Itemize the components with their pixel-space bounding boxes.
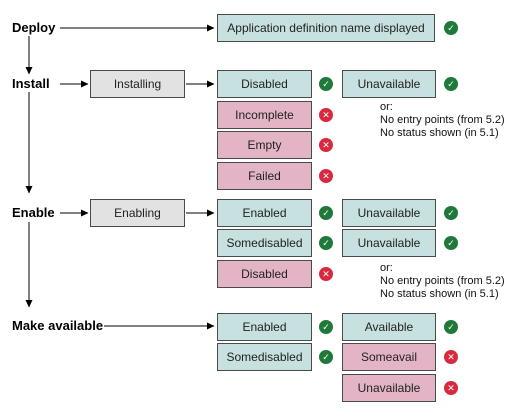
enable-unavailable-box: Unavailable	[342, 199, 436, 227]
x-circle-icon: ✕	[319, 138, 333, 152]
stage-make-available: Make available	[12, 318, 104, 333]
check-circle-icon: ✓	[444, 236, 458, 250]
avail-enabled-box: Enabled	[217, 313, 312, 341]
check-circle-icon: ✓	[319, 206, 333, 220]
note-line: No entry points (from 5.2)	[380, 114, 505, 126]
app-definition-name-box: Application definition name displayed	[217, 14, 435, 42]
install-failed-box: Failed	[217, 162, 312, 190]
stage-enable: Enable	[12, 205, 55, 220]
enabling-process-box: Enabling	[90, 199, 185, 227]
avail-unavailable-box: Unavailable	[342, 374, 436, 402]
note-line: No entry points (from 5.2)	[380, 275, 505, 287]
install-empty-box: Empty	[217, 131, 312, 159]
check-circle-icon: ✓	[319, 320, 333, 334]
note-line: or:	[380, 101, 393, 113]
avail-someavail-box: Someavail	[342, 343, 436, 371]
enable-disabled-box: Disabled	[217, 260, 312, 288]
check-circle-icon: ✓	[444, 77, 458, 91]
check-circle-icon: ✓	[444, 320, 458, 334]
install-status-note: or: No entry points (from 5.2) No status…	[380, 101, 505, 140]
note-line: or:	[380, 262, 393, 274]
note-line: No status shown (in 5.1)	[380, 127, 499, 139]
x-circle-icon: ✕	[319, 267, 333, 281]
note-line: No status shown (in 5.1)	[380, 288, 499, 300]
enable-status-note: or: No entry points (from 5.2) No status…	[380, 262, 505, 301]
enable-enabled-box: Enabled	[217, 199, 312, 227]
x-circle-icon: ✕	[319, 108, 333, 122]
check-circle-icon: ✓	[444, 21, 458, 35]
check-circle-icon: ✓	[319, 236, 333, 250]
check-circle-icon: ✓	[319, 350, 333, 364]
x-circle-icon: ✕	[319, 169, 333, 183]
install-incomplete-box: Incomplete	[217, 101, 312, 129]
installing-process-box: Installing	[90, 70, 185, 98]
x-circle-icon: ✕	[444, 350, 458, 364]
stage-deploy: Deploy	[12, 20, 56, 35]
avail-available-box: Available	[342, 313, 436, 341]
check-circle-icon: ✓	[319, 77, 333, 91]
enable-somedisabled-box: Somedisabled	[217, 229, 312, 257]
x-circle-icon: ✕	[444, 381, 458, 395]
install-unavailable-box: Unavailable	[342, 70, 436, 98]
enable-unavailable-box: Unavailable	[342, 229, 436, 257]
stage-install: Install	[12, 76, 50, 91]
install-disabled-box: Disabled	[217, 70, 312, 98]
check-circle-icon: ✓	[444, 206, 458, 220]
avail-somedisabled-box: Somedisabled	[217, 343, 312, 371]
